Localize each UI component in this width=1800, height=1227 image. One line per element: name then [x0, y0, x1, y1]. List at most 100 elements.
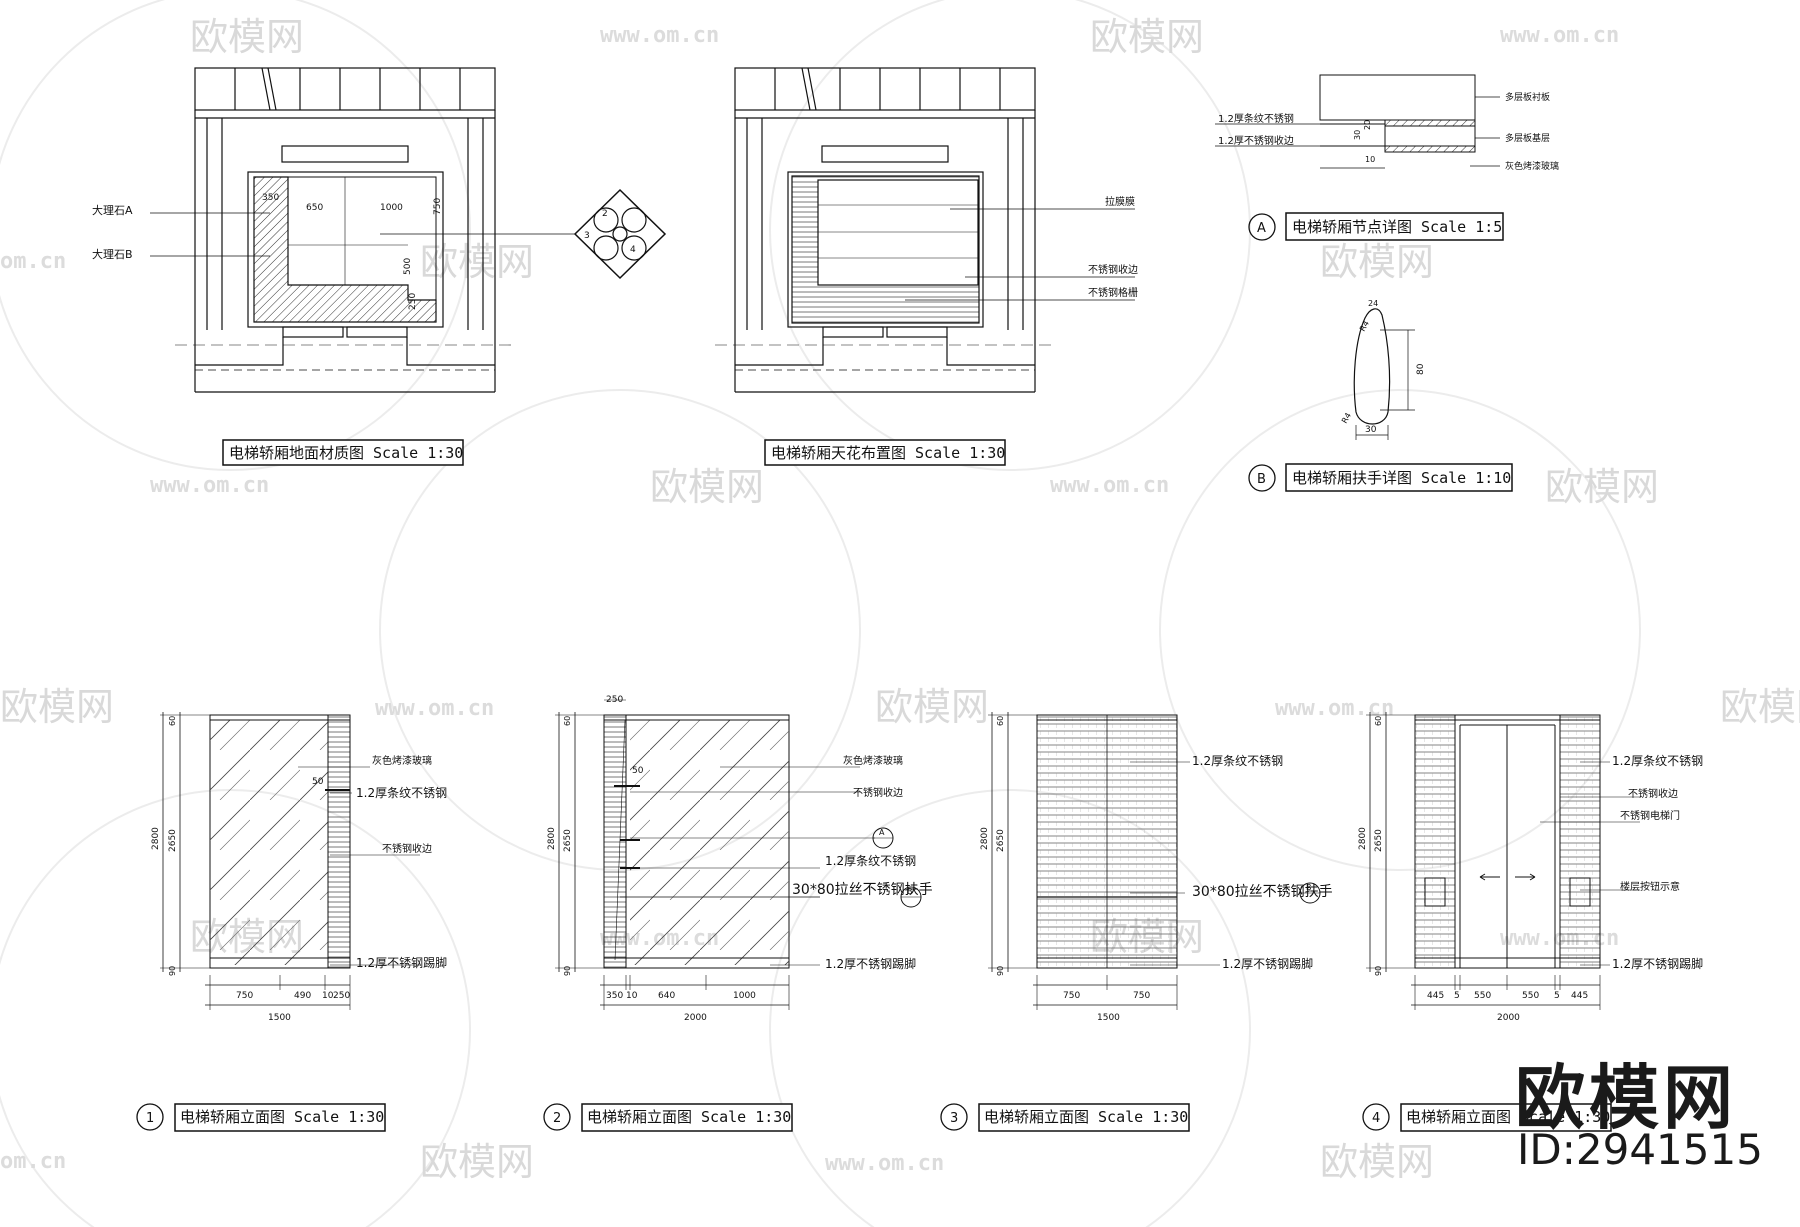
watermark-brand: 欧模网: [420, 240, 534, 284]
elevation-2-title: 电梯轿厢立面图 Scale 1:30: [587, 1108, 791, 1126]
dim-text: 30: [1353, 130, 1362, 140]
dim-text: 1000: [733, 991, 756, 1001]
label-base-board: 多层板基层: [1505, 132, 1550, 144]
dim-text: 60: [1374, 716, 1383, 726]
dim-text: 30: [1365, 425, 1377, 435]
watermark-brand: 欧模网: [875, 685, 989, 729]
elevation-4-text: 2800 2650 60 90 445 5 550 550 5 445 2000…: [1358, 716, 1703, 1126]
dim-text: 2000: [1497, 1013, 1520, 1023]
detail-a: [1215, 74, 1504, 241]
dim-text: 24: [1368, 299, 1378, 308]
elevation-2: [543, 699, 922, 1132]
label-trim: 不锈钢收边: [1088, 263, 1138, 276]
label-grille: 不锈钢格栅: [1088, 286, 1138, 299]
watermark-url: www.om.cn: [825, 1151, 944, 1176]
dim-text: 550: [1522, 991, 1539, 1001]
material-label: 30*80拉丝不锈钢扶手: [792, 882, 933, 898]
ceiling-plan: [715, 67, 1135, 393]
label-stripe-steel: 1.2厚条纹不锈钢: [1218, 112, 1294, 125]
ceiling-plan-title: 电梯轿厢天花布置图 Scale 1:30: [771, 444, 1005, 462]
dim-text: 1500: [1097, 1013, 1120, 1023]
dim-text: 20: [1363, 120, 1372, 130]
dim-text: 5: [1454, 991, 1460, 1001]
stamp-id: ID:2941515: [1517, 1125, 1763, 1174]
material-label: 30*80拉丝不锈钢扶手: [1192, 884, 1333, 900]
elevation-4-title: 电梯轿厢立面图 Scale 1:30: [1406, 1108, 1610, 1126]
dim-text: 1000: [380, 203, 403, 213]
watermark-brand: 欧模网: [1320, 1140, 1434, 1184]
elevation-marker: 4: [1372, 1111, 1380, 1126]
watermark-url: www.om.cn: [150, 473, 269, 498]
elevation-1-title: 电梯轿厢立面图 Scale 1:30: [180, 1108, 384, 1126]
dim-text: 750: [433, 198, 443, 215]
elevation-1: [136, 712, 420, 1132]
dim-text: 750: [1133, 991, 1150, 1001]
callout-marker: B: [1306, 883, 1312, 892]
elevation-3-text: 2800 2650 60 90 750 750 1500 1.2厚条纹不锈钢 3…: [950, 716, 1333, 1126]
callout-marker: B: [907, 887, 913, 896]
dim-text: 2800: [1358, 827, 1368, 850]
material-label: 不锈钢收边: [1628, 787, 1678, 800]
title-box: [222, 439, 464, 466]
material-label: 不锈钢收边: [382, 842, 432, 855]
pattern-number: 2: [602, 209, 608, 219]
dim-text: 2800: [547, 827, 557, 850]
dim-text: 50: [312, 777, 324, 787]
dim-text: 445: [1571, 991, 1588, 1001]
dim-text: 10: [322, 991, 334, 1001]
detail-a-text: 多层板衬板 1.2厚条纹不锈钢 1.2厚不锈钢收边 多层板基层 灰色烤漆玻璃 3…: [1218, 91, 1559, 236]
dim-text: 5: [1554, 991, 1560, 1001]
label-film: 拉膜膜: [1105, 195, 1135, 208]
dim-text: 650: [306, 203, 323, 213]
watermark-brand: 欧模网: [650, 465, 764, 509]
watermark-brand: 欧模网: [1720, 685, 1800, 729]
dim-text: 490: [294, 991, 311, 1001]
dim-text: 2650: [563, 829, 573, 852]
detail-b-text: 24 80 R4 R4 30 B 电梯轿厢扶手详图 Scale 1:10: [1257, 299, 1511, 487]
label-steel-trim: 1.2厚不锈钢收边: [1218, 134, 1294, 147]
title-box: [764, 439, 1006, 466]
dim-text: 350: [606, 991, 623, 1001]
material-label: 1.2厚条纹不锈钢: [356, 786, 447, 800]
material-label: 灰色烤漆玻璃: [372, 754, 432, 767]
elevation-3: [940, 712, 1321, 1132]
elevation-marker: 2: [553, 1111, 561, 1126]
detail-b-title: 电梯轿厢扶手详图 Scale 1:10: [1292, 469, 1511, 487]
dim-text: 750: [1063, 991, 1080, 1001]
dim-text: 2800: [980, 827, 990, 850]
label-glass: 灰色烤漆玻璃: [1505, 160, 1559, 172]
watermark-url: www.om.cn: [1050, 473, 1169, 498]
dim-text: 90: [563, 966, 572, 976]
watermark-brand: 欧模网: [1090, 15, 1204, 59]
watermark-brand: 欧模网: [1545, 465, 1659, 509]
watermark-url: www.om.cn: [1500, 23, 1619, 48]
elevation-marker: 1: [146, 1111, 154, 1126]
material-label: 1.2厚条纹不锈钢: [825, 854, 916, 868]
watermark-url: www.om.cn: [600, 23, 719, 48]
dim-text: 250: [333, 991, 350, 1001]
floor-plan-title: 电梯轿厢地面材质图 Scale 1:30: [229, 444, 463, 462]
watermark-url: www.om.cn: [1275, 696, 1394, 721]
dim-text: 2800: [151, 827, 161, 850]
watermark-brand: 欧模网: [1320, 240, 1434, 284]
dim-text: 445: [1427, 991, 1444, 1001]
detail-a-title: 电梯轿厢节点详图 Scale 1:5: [1292, 218, 1502, 236]
dim-text: 60: [996, 716, 1005, 726]
material-label: 楼层按钮示意: [1620, 880, 1680, 893]
material-label: 灰色烤漆玻璃: [843, 754, 903, 767]
watermark-arcs: [0, 0, 1641, 1227]
watermark-brand: 欧模网: [0, 685, 114, 729]
dim-text: 50: [632, 766, 644, 776]
stamp-brand: 欧模网: [1515, 1057, 1737, 1139]
dim-text: R4: [1340, 411, 1353, 425]
dim-text: 2650: [1374, 829, 1384, 852]
dim-text: 2650: [996, 829, 1006, 852]
dim-text: 2000: [684, 1013, 707, 1023]
callout-marker: A: [879, 828, 885, 837]
watermark-url-short: om.cn: [0, 1149, 66, 1174]
dim-text: 90: [1374, 966, 1383, 976]
dim-text: 500: [403, 258, 413, 275]
material-label: 1.2厚不锈钢踢脚: [1222, 956, 1313, 971]
watermark-url-short: om.cn: [0, 249, 66, 274]
